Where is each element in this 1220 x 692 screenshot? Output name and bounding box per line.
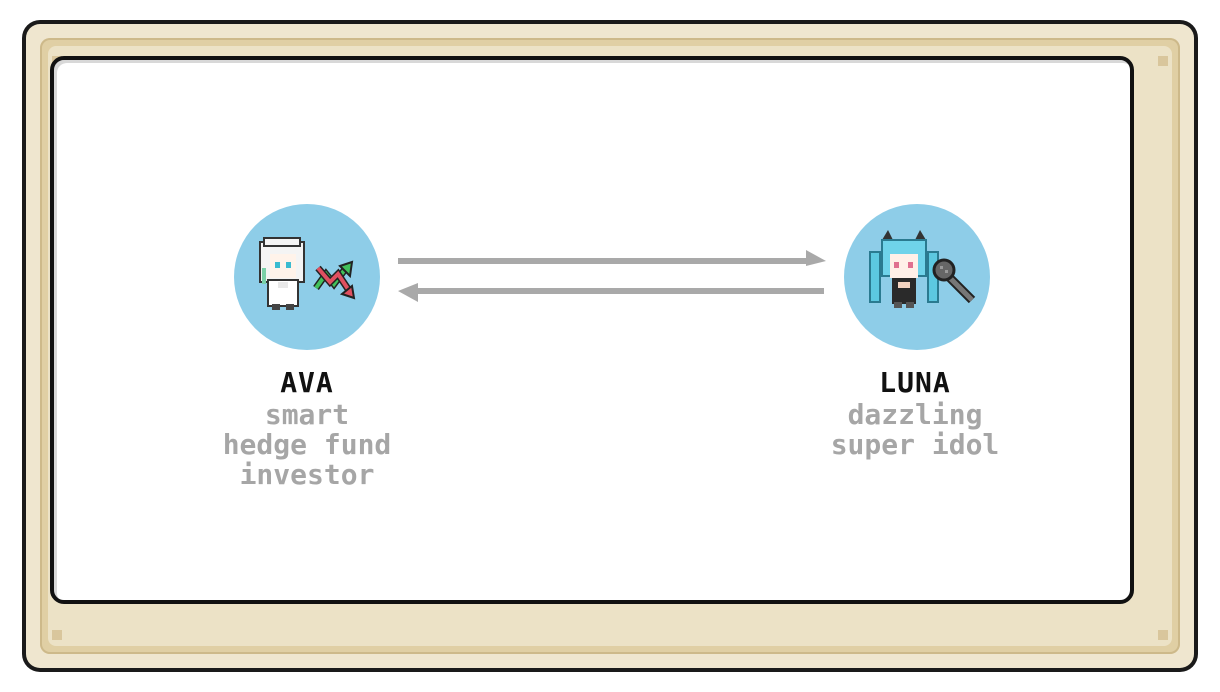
- frame-stud: [1158, 630, 1168, 640]
- microphone-icon: [932, 258, 976, 304]
- luna-description: dazzling super idol: [785, 400, 1045, 460]
- ava-description-line: hedge fund: [222, 428, 392, 461]
- luna-avatar[interactable]: [844, 204, 990, 350]
- chart-arrow-icon: [313, 260, 356, 300]
- luna-name: LUNA: [879, 366, 951, 399]
- ava-description-line: smart: [264, 398, 350, 431]
- luna-description-line: dazzling: [847, 398, 983, 431]
- ava-description: smart hedge fund investor: [177, 400, 437, 490]
- blue-haired-idol-portrait: [869, 230, 939, 308]
- luna-description-line: super idol: [830, 428, 1000, 461]
- ava-avatar[interactable]: [234, 204, 380, 350]
- ava-name: AVA: [280, 366, 334, 399]
- frame-stud: [52, 630, 62, 640]
- white-haired-girl-portrait: [259, 237, 305, 310]
- frame-stud: [1158, 56, 1168, 66]
- ava-description-line: investor: [239, 458, 375, 491]
